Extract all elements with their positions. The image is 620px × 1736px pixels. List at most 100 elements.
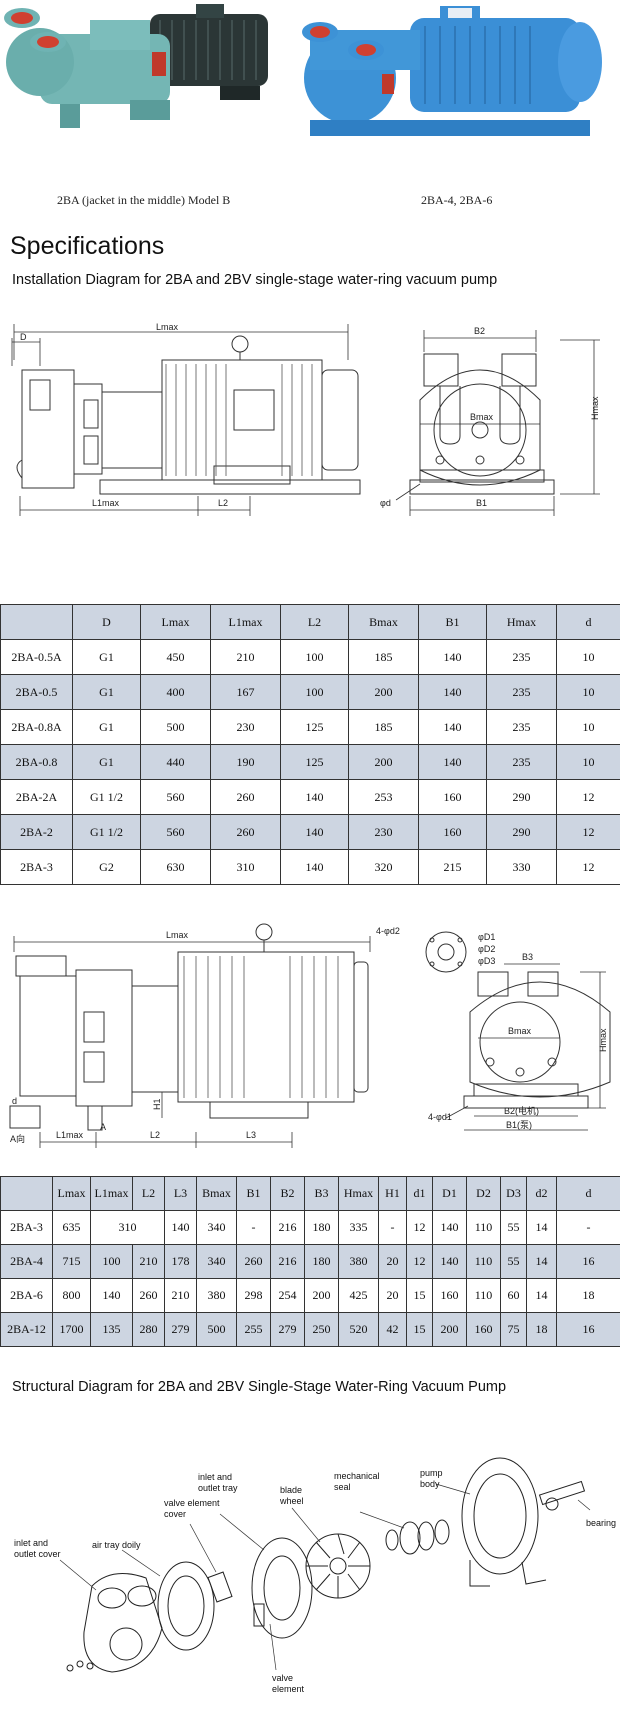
table-cell: 330	[486, 849, 557, 885]
table-cell: 42	[378, 1312, 407, 1347]
table-cell: G1	[72, 709, 141, 745]
dim2-lmax: Lmax	[166, 930, 189, 940]
table-cell: 55	[500, 1210, 527, 1245]
table-cell: 140	[418, 709, 487, 745]
dim2-l1max: L1max	[56, 1130, 84, 1140]
table-header: Bmax	[348, 604, 419, 640]
part-valve-cover-label-1: valve element	[164, 1498, 220, 1508]
table-cell: G1	[72, 744, 141, 780]
table-cell: 340	[196, 1244, 237, 1279]
table-row: 2BA-3 635 310 140 340 - 216 180 335 - 12…	[0, 1210, 620, 1245]
part-valve-cover-label-2: cover	[164, 1509, 186, 1519]
table-cell: 235	[486, 639, 557, 675]
table-header: d2	[526, 1176, 557, 1211]
table-cell: 340	[196, 1210, 237, 1245]
installation-diagram-1: Lmax D L1max L2 B2 Bmax B1 Hmax φd	[11, 322, 600, 516]
table-cell: 260	[132, 1278, 165, 1313]
part-blade-wheel-label-1: blade	[280, 1485, 302, 1495]
dim2-h1: H1	[152, 1098, 162, 1110]
table-cell: 110	[466, 1244, 501, 1279]
part-bearing-label: bearing	[586, 1518, 616, 1528]
table-cell: 10	[556, 744, 620, 780]
table-cell: 15	[406, 1278, 433, 1313]
table-cell: G1 1/2	[72, 779, 141, 815]
table-cell: 14	[526, 1210, 557, 1245]
table-cell: 2BA-4	[0, 1244, 53, 1279]
dim2-a-view: A向	[10, 1133, 25, 1144]
table-cell: 200	[348, 674, 419, 710]
table-cell: 280	[132, 1312, 165, 1347]
part-mech-seal-label-1: mechanical	[334, 1471, 380, 1481]
table-cell: G1	[72, 674, 141, 710]
dim2-l3: L3	[246, 1130, 256, 1140]
dim-l1max: L1max	[92, 498, 120, 508]
table-cell: 75	[500, 1312, 527, 1347]
table-cell: 178	[164, 1244, 197, 1279]
part-valve-element-label-2: element	[272, 1684, 305, 1694]
table-cell: 18	[526, 1312, 557, 1347]
table-cell: 140	[418, 744, 487, 780]
table-cell: 140	[280, 779, 349, 815]
table-cell: 15	[406, 1312, 433, 1347]
table-cell: 2BA-6	[0, 1278, 53, 1313]
table-header: L3	[164, 1176, 197, 1211]
table-cell: 12	[406, 1210, 433, 1245]
table-cell: 20	[378, 1278, 407, 1313]
table-cell: 2BA-12	[0, 1312, 53, 1347]
table-cell: 635	[52, 1210, 91, 1245]
table-header: B3	[304, 1176, 339, 1211]
table-cell: 560	[140, 814, 211, 850]
part-pump-body-label-2: body	[420, 1479, 440, 1489]
dim2-b2-motor: B2(电机)	[504, 1105, 539, 1116]
dim2-d1: φD1	[478, 932, 495, 942]
table-cell: 125	[280, 744, 349, 780]
table-cell: 298	[236, 1278, 271, 1313]
dim2-d3: φD3	[478, 956, 495, 966]
table-cell: 200	[432, 1312, 467, 1347]
dim-lmax: Lmax	[156, 322, 179, 332]
part-blade-wheel-label-2: wheel	[279, 1496, 304, 1506]
section-title: Specifications	[10, 232, 165, 260]
table-cell: 100	[90, 1244, 133, 1279]
table-cell: -	[378, 1210, 407, 1245]
table-cell: 12	[556, 779, 620, 815]
table-cell: 10	[556, 709, 620, 745]
table-cell: 520	[338, 1312, 379, 1347]
table-cell: 2BA-0.5	[0, 674, 73, 710]
dim-b1: B1	[476, 498, 487, 508]
table-header: d1	[406, 1176, 433, 1211]
table-cell: 100	[280, 639, 349, 675]
table-cell: 2BA-0.8	[0, 744, 73, 780]
table-cell: 2BA-3	[0, 1210, 53, 1245]
table-header: D3	[500, 1176, 527, 1211]
dim2-flange-holes: 4-φd2	[376, 926, 400, 936]
table-cell: 135	[90, 1312, 133, 1347]
table-cell: 14	[526, 1278, 557, 1313]
structural-title: Structural Diagram for 2BA and 2BV Singl…	[12, 1379, 507, 1395]
table-cell: 380	[338, 1244, 379, 1279]
table-cell: 160	[432, 1278, 467, 1313]
table-header: D1	[432, 1176, 467, 1211]
dim2-foot-holes: 4-φd1	[428, 1112, 452, 1122]
table-cell: 2BA-0.5A	[0, 639, 73, 675]
table-header: d	[556, 604, 620, 640]
table-cell: 125	[280, 709, 349, 745]
table-header: L2	[132, 1176, 165, 1211]
table-header: B1	[418, 604, 487, 640]
table-cell: 160	[466, 1312, 501, 1347]
table-header: L1max	[90, 1176, 133, 1211]
table-cell: 260	[236, 1244, 271, 1279]
table-header: Bmax	[196, 1176, 237, 1211]
table-cell: 310	[90, 1210, 165, 1245]
table-cell: 140	[432, 1210, 467, 1245]
table-header: Hmax	[338, 1176, 379, 1211]
table-cell: 210	[164, 1278, 197, 1313]
table-cell: 16	[556, 1312, 620, 1347]
part-mech-seal-label-2: seal	[334, 1482, 351, 1492]
table-header: D2	[466, 1176, 501, 1211]
table-cell: 500	[196, 1312, 237, 1347]
table-cell: G2	[72, 849, 141, 885]
